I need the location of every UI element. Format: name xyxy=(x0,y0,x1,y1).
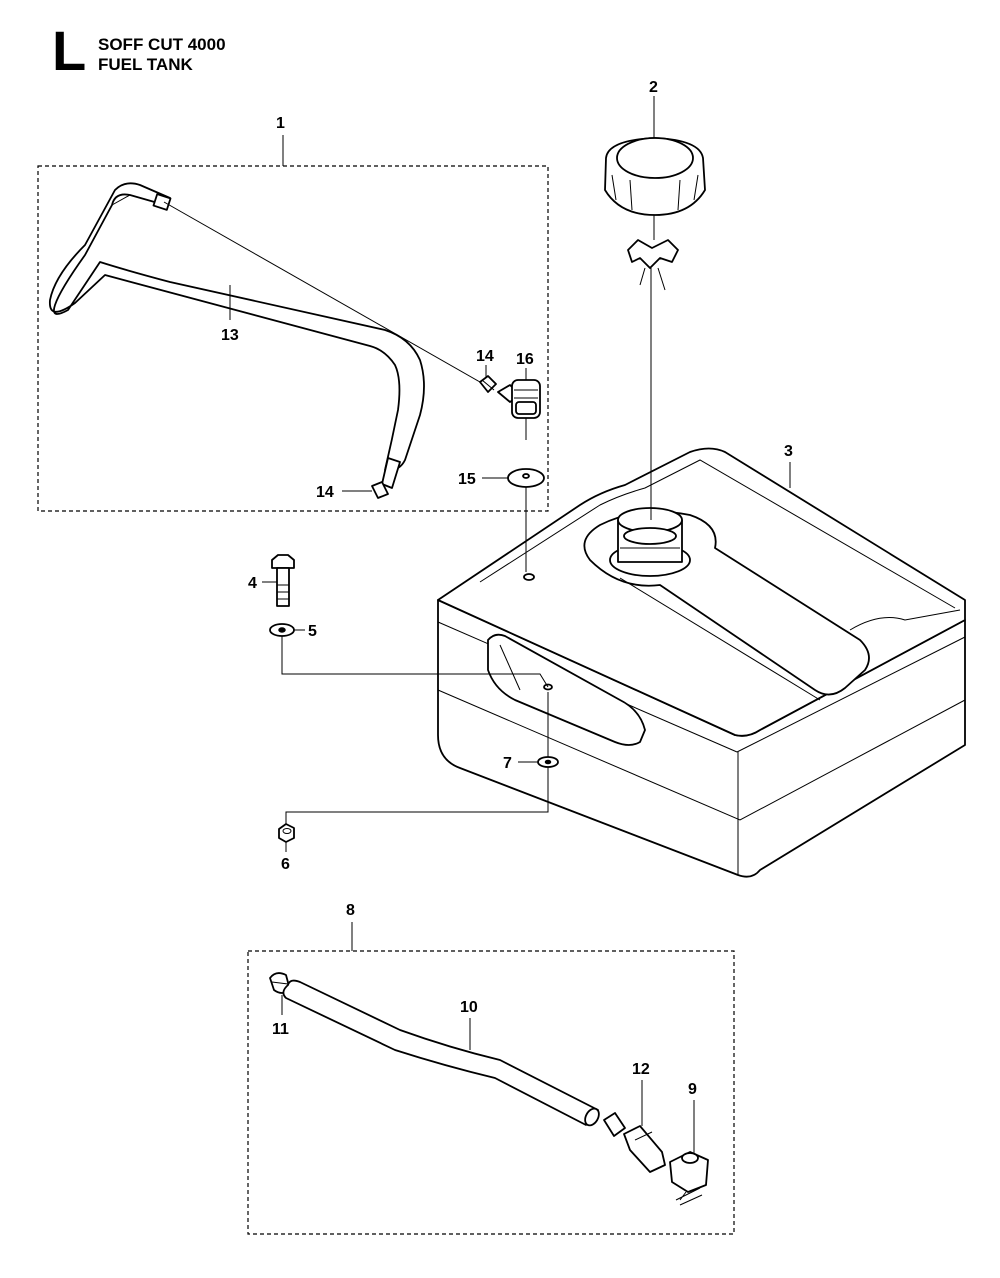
assembly-title: FUEL TANK xyxy=(98,55,193,74)
callout-6: 6 xyxy=(281,856,290,873)
callout-13: 13 xyxy=(221,327,239,344)
section-letter: L xyxy=(52,19,86,82)
nut xyxy=(278,823,295,843)
tank-vent xyxy=(497,379,541,440)
callout-labels: 1 2 3 4 5 6 7 8 9 10 11 12 13 14 14 15 1… xyxy=(221,79,793,1098)
callout-15: 15 xyxy=(458,471,476,488)
fuel-filter-connector xyxy=(603,1112,666,1173)
callout-3: 3 xyxy=(784,443,793,460)
fuel-tank xyxy=(437,447,966,878)
callout-16: 16 xyxy=(516,351,534,368)
callout-14-upper: 14 xyxy=(476,348,494,365)
washer-7 xyxy=(537,756,559,768)
callout-11: 11 xyxy=(272,1021,289,1038)
callout-8: 8 xyxy=(346,902,355,919)
callout-2: 2 xyxy=(649,79,658,96)
hose-clamp-lower xyxy=(371,481,389,499)
callout-7: 7 xyxy=(503,755,512,772)
callout-9: 9 xyxy=(688,1081,697,1098)
callout-1: 1 xyxy=(276,115,285,132)
bolt xyxy=(271,554,295,607)
leader-hose-end xyxy=(163,201,481,383)
model-title: SOFF CUT 4000 xyxy=(98,35,226,54)
fuel-hose xyxy=(282,979,600,1127)
hose-clamp-upper xyxy=(479,375,497,393)
header: L SOFF CUT 4000 FUEL TANK xyxy=(52,19,226,82)
fuel-filter xyxy=(669,1151,709,1206)
callout-5: 5 xyxy=(308,623,317,640)
fuel-cap xyxy=(604,137,706,291)
washer-5 xyxy=(269,623,295,637)
callout-12: 12 xyxy=(632,1061,650,1078)
callout-14-lower: 14 xyxy=(316,484,334,501)
leader-bolt-to-tank xyxy=(281,636,549,688)
callout-4: 4 xyxy=(248,575,257,592)
callout-10: 10 xyxy=(460,999,478,1016)
return-hose xyxy=(49,182,425,489)
fuel-hose-kit-box xyxy=(37,165,549,512)
fuel-pickup-kit-box xyxy=(247,950,735,1235)
leader-washer-to-nut xyxy=(285,767,549,826)
vent-washer xyxy=(507,468,545,488)
